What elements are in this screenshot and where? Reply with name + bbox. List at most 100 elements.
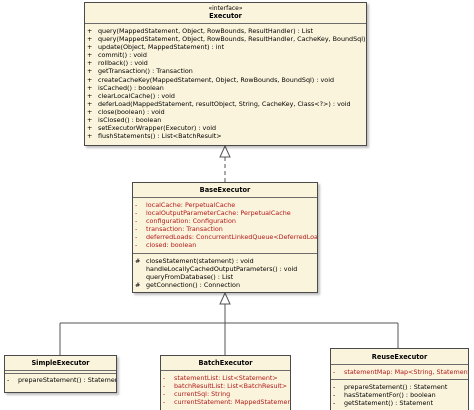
operation-signature: isClosed() : boolean xyxy=(98,116,162,125)
visibility-marker: - xyxy=(135,241,138,250)
operation-signature: close(boolean) : void xyxy=(98,107,165,116)
visibility-marker: + xyxy=(87,83,93,92)
operations-compartment: # closeStatement(statement) : void handle… xyxy=(133,252,317,292)
class-reuse-executor[interactable]: ReuseExecutor -statementMap: Map<String,… xyxy=(330,348,469,410)
visibility-marker: + xyxy=(87,107,93,116)
operation-row: + query(MappedStatement, Object, RowBound… xyxy=(87,35,367,44)
class-executor[interactable]: «interface» Executor + query(MappedStatem… xyxy=(84,2,367,146)
visibility-marker: - xyxy=(163,374,166,382)
attribute-signature: localCache: PerpetualCache xyxy=(146,201,236,209)
visibility-marker: - xyxy=(135,225,138,234)
operation-signature: query(MappedStatement, Object, RowBounds… xyxy=(98,27,313,35)
visibility-marker: + xyxy=(87,35,93,44)
operation-signature: hasStatementFor() : boolean xyxy=(344,391,436,400)
class-header: ReuseExecutor xyxy=(331,349,468,365)
visibility-marker: + xyxy=(87,67,93,76)
attribute-row: -batchResultList: List<BatchResult> xyxy=(163,382,288,390)
visibility-marker: + xyxy=(87,99,93,108)
visibility-marker: + xyxy=(87,124,93,133)
visibility-marker: + xyxy=(87,43,93,52)
attribute-signature: deferredLoads: ConcurrentLinkedQueue<Def… xyxy=(146,233,318,242)
operation-row: + commit() : void xyxy=(87,51,364,59)
operation-signature: prepareStatement() : Statement xyxy=(344,383,448,392)
visibility-marker: - xyxy=(135,233,138,242)
attribute-signature: statementMap: Map<String, Statement> xyxy=(344,368,469,376)
attribute-row: -currentSql: String xyxy=(163,390,288,398)
operation-signature: query(MappedStatement, Object, RowBounds… xyxy=(98,35,367,44)
visibility-marker: + xyxy=(87,59,93,68)
class-header: SimpleExecutor xyxy=(5,356,116,371)
visibility-marker: + xyxy=(87,116,93,125)
operation-row: + setExecutorWrapper(Executor) : void xyxy=(87,124,364,132)
operation-signature: commit() : void xyxy=(98,51,147,60)
class-header: BatchExecutor xyxy=(161,356,290,371)
operation-row: -hasStatementFor() : boolean xyxy=(333,391,466,399)
operation-signature: queryFromDatabase() : List xyxy=(146,272,234,281)
operation-row: + clearLocalCache() : void xyxy=(87,92,364,100)
operation-row: -prepareStatement() : Statement xyxy=(7,376,117,384)
visibility-marker: + xyxy=(87,27,93,35)
operation-signature: prepareStatement() : Statement xyxy=(18,376,117,384)
class-simple-executor[interactable]: SimpleExecutor -prepareStatement() : Sta… xyxy=(4,355,117,393)
attributes-compartment: -localCache: PerpetualCache -localOutput… xyxy=(133,198,317,253)
class-batch-executor[interactable]: BatchExecutor -statementList: List<State… xyxy=(160,355,291,410)
operation-signature: getConnection() : Connection xyxy=(146,280,241,289)
attribute-row: -deferredLoads: ConcurrentLinkedQueue<De… xyxy=(135,233,318,242)
visibility-marker: - xyxy=(7,376,10,384)
class-name: BatchExecutor xyxy=(198,359,253,367)
visibility-marker: # xyxy=(135,280,141,289)
visibility-marker: - xyxy=(333,368,336,376)
attribute-signature: currentSql: String xyxy=(174,390,231,399)
operations-compartment: -prepareStatement() : Statement -hasStat… xyxy=(331,379,468,410)
attribute-row: -localOutputParameterCache: PerpetualCac… xyxy=(135,209,315,217)
visibility-marker: - xyxy=(333,399,336,408)
operation-row: -prepareStatement() : Statement xyxy=(333,383,466,391)
operations-compartment: + query(MappedStatement, Object, RowBound… xyxy=(85,24,366,143)
class-name: ReuseExecutor xyxy=(371,353,428,361)
visibility-marker: - xyxy=(135,209,138,218)
operation-row: handleLocallyCachedOutputParameters() : … xyxy=(135,265,315,273)
attribute-signature: closed: boolean xyxy=(146,241,197,250)
attribute-row: -transaction: Transaction xyxy=(135,225,315,233)
operation-signature: getStatement() : Statement xyxy=(344,399,433,408)
visibility-marker: + xyxy=(87,91,93,100)
generalization-arrowhead xyxy=(219,291,231,305)
visibility-marker: - xyxy=(135,217,138,226)
operation-signature: clearLocalCache() : void xyxy=(98,91,175,100)
attribute-row: -statementList: List<Statement> xyxy=(163,374,288,382)
stereotype-label: «interface» xyxy=(208,5,243,12)
operation-row: + isClosed() : boolean xyxy=(87,116,364,124)
operation-row: + getTransaction() : Transaction xyxy=(87,67,364,75)
visibility-marker: # xyxy=(135,256,141,265)
operation-row: + query(MappedStatement, Object, RowBound… xyxy=(87,27,364,35)
attribute-signature: transaction: Transaction xyxy=(146,225,223,234)
operation-row: +rollback() : void xyxy=(87,59,364,67)
operation-row: +deferLoad(MappedStatement, resultObject… xyxy=(87,100,364,108)
class-name: Executor xyxy=(209,12,242,20)
attribute-row: -localCache: PerpetualCache xyxy=(135,201,315,209)
visibility-marker: - xyxy=(163,390,166,399)
operation-signature: setExecutorWrapper(Executor) : void xyxy=(98,124,217,133)
operation-signature: closeStatement(statement) : void xyxy=(146,256,254,265)
class-header: BaseExecutor xyxy=(133,183,317,198)
visibility-marker: - xyxy=(163,382,166,391)
operation-signature: getTransaction() : Transaction xyxy=(98,67,193,76)
attribute-row: -configuration: Configuration xyxy=(135,217,315,225)
visibility-marker: + xyxy=(87,132,93,141)
visibility-marker: + xyxy=(87,51,93,60)
class-base-executor[interactable]: BaseExecutor -localCache: PerpetualCache… xyxy=(132,182,318,293)
operations-compartment: -prepareStatement() : Statement xyxy=(5,373,116,387)
realization-arrowhead xyxy=(219,144,231,158)
attribute-row: -currentStatement: MappedStatement xyxy=(163,398,291,407)
attribute-row: -statementMap: Map<String, Statement> xyxy=(333,368,469,376)
attribute-signature: currentStatement: MappedStatement xyxy=(174,398,291,407)
operation-signature: isCached() : boolean xyxy=(98,83,164,92)
attributes-compartment: -statementList: List<Statement> -batchRe… xyxy=(161,371,290,409)
operation-row: # closeStatement(statement) : void xyxy=(135,257,315,265)
attribute-signature: configuration: Configuration xyxy=(146,217,236,226)
attributes-compartment: -statementMap: Map<String, Statement> xyxy=(331,365,468,379)
visibility-marker: - xyxy=(333,391,336,400)
operation-row: +update(Object, MappedStatement) : int xyxy=(87,43,364,51)
